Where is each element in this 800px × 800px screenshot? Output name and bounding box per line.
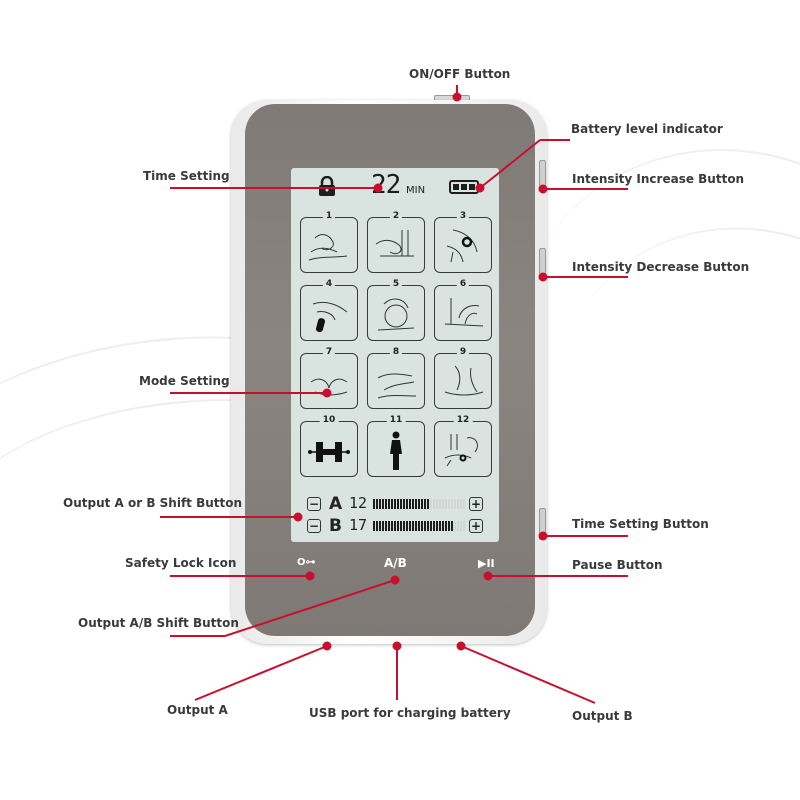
hand-massage-icon: [444, 298, 484, 327]
mode-6[interactable]: 6: [434, 278, 492, 341]
mode-1[interactable]: 1: [300, 210, 358, 273]
pause-button[interactable]: ▶II: [478, 557, 495, 570]
hand-massage-icon: [444, 434, 478, 467]
channel-a-value: 12: [349, 494, 368, 512]
label-usb: USB port for charging battery: [309, 706, 511, 720]
ab-shift-button[interactable]: A/B: [384, 556, 407, 570]
mode-7[interactable]: 7: [300, 346, 358, 409]
body-silhouette-icon: [390, 431, 402, 470]
label-safety-lock: Safety Lock Icon: [125, 556, 237, 570]
label-mode-setting: Mode Setting: [139, 374, 230, 388]
hand-massage-icon: [308, 234, 348, 261]
head-massage-icon: [377, 298, 415, 331]
channel-b-value: 17: [349, 516, 368, 534]
label-intensity-increase: Intensity Increase Button: [572, 172, 745, 186]
mode-12[interactable]: 12: [434, 414, 492, 477]
mode-3[interactable]: 3: [434, 210, 492, 273]
channel-a-increase[interactable]: +: [469, 497, 483, 511]
hand-massage-icon: [312, 301, 348, 333]
time-unit: MIN: [406, 185, 426, 196]
channel-a-row: − A 12 +: [307, 494, 487, 515]
hand-massage-icon: [444, 365, 484, 396]
lock-icon: [319, 176, 335, 196]
mode-4[interactable]: 4: [300, 278, 358, 341]
label-output-a-or-b-shift: Output A or B Shift Button: [63, 496, 243, 510]
channel-b-level-bar: [373, 521, 465, 531]
channel-b-letter: B: [329, 516, 342, 536]
mode-11[interactable]: 11: [367, 414, 425, 477]
channel-b-row: − B 17 +: [307, 516, 487, 537]
battery-full-icon: [449, 180, 482, 194]
hand-massage-icon: [446, 229, 478, 263]
label-intensity-decrease: Intensity Decrease Button: [572, 260, 750, 274]
dumbbell-icon: [308, 442, 350, 462]
label-time-setting-button: Time Setting Button: [572, 517, 709, 531]
hand-massage-icon: [375, 230, 414, 257]
label-output-ab-shift: Output A/B Shift Button: [78, 616, 239, 630]
label-pause: Pause Button: [572, 558, 663, 572]
mode-9[interactable]: 9: [434, 346, 492, 409]
time-setting-button[interactable]: [539, 508, 546, 540]
time-value: 22: [371, 170, 401, 200]
mode-2[interactable]: 2: [367, 210, 425, 273]
mode-5[interactable]: 5: [367, 278, 425, 341]
channel-a-letter: A: [329, 494, 343, 514]
channel-b-increase[interactable]: +: [469, 519, 483, 533]
mode-10[interactable]: 10: [300, 414, 358, 477]
intensity-decrease-button[interactable]: [539, 248, 546, 280]
channel-a-decrease[interactable]: −: [307, 497, 321, 511]
label-battery: Battery level indicator: [571, 122, 723, 136]
channel-a-level-bar: [373, 499, 465, 509]
label-output-a: Output A: [167, 703, 228, 717]
label-on-off: ON/OFF Button: [409, 67, 511, 81]
channel-b-decrease[interactable]: −: [307, 519, 321, 533]
hand-massage-icon: [377, 373, 417, 399]
label-time-setting: Time Setting: [143, 169, 230, 183]
label-output-b: Output B: [572, 709, 633, 723]
safety-lock-button[interactable]: O⊶: [297, 557, 316, 568]
hand-massage-icon: [310, 378, 348, 396]
intensity-increase-button[interactable]: [539, 160, 546, 192]
mode-8[interactable]: 8: [367, 346, 425, 409]
